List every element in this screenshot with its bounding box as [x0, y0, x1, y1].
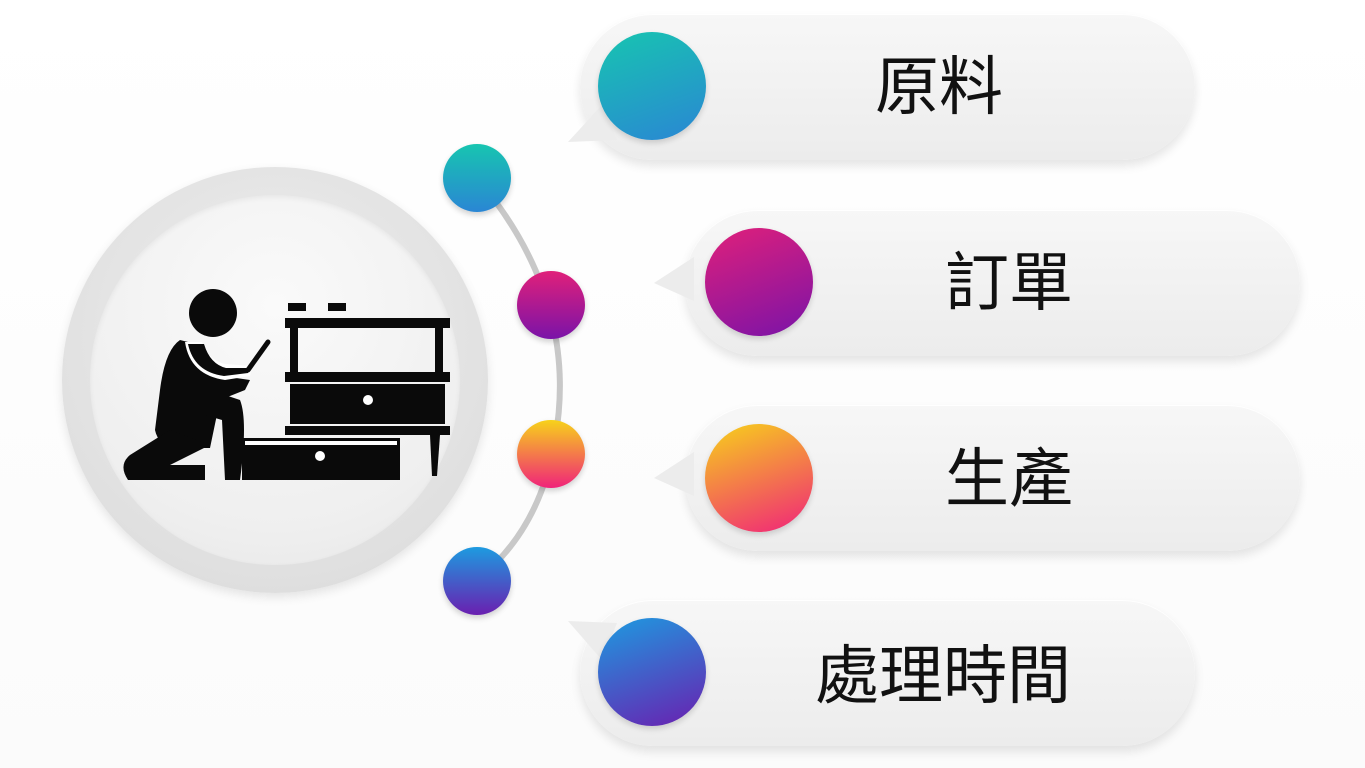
callout-tail-2	[654, 257, 694, 301]
bubble-dot-1	[598, 32, 706, 140]
arc-dot-4	[443, 547, 511, 615]
arc-dot-3	[517, 420, 585, 488]
bubble-label-4: 處理時間	[815, 640, 1071, 714]
bubble-dot-4	[598, 618, 706, 726]
bubble-label-3: 生產	[945, 443, 1073, 517]
bubble-label-1: 原料	[875, 51, 1003, 125]
arc-dot-2	[517, 271, 585, 339]
bubble-dot-2	[705, 228, 813, 336]
callout-tail-1	[568, 105, 617, 142]
worker-assembling-furniture-icon	[123, 289, 450, 480]
callout-tail-3	[654, 452, 694, 496]
bubble-label-2: 訂單	[945, 247, 1073, 321]
bubble-dot-3	[705, 424, 813, 532]
arc-dot-1	[443, 144, 511, 212]
